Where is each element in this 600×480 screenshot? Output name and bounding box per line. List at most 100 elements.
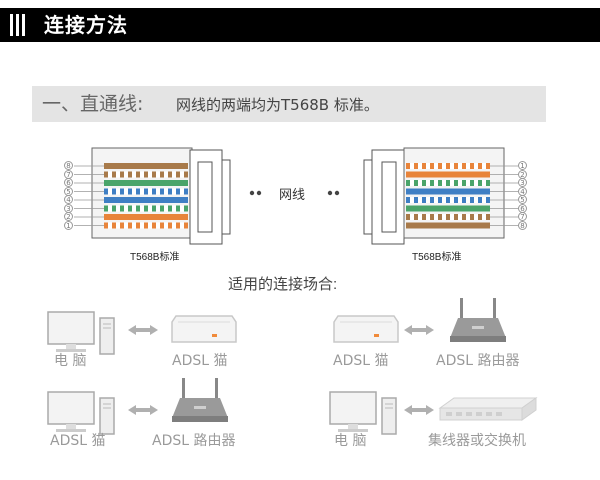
cable-label: 网线 [279,187,306,202]
computer-icon [47,391,115,435]
left-rj45-connector [74,147,231,245]
wire-stripe [430,197,434,203]
wire-stripe [406,163,410,169]
cable-dots-icon [249,190,340,196]
section-description: 网线的两端均为T568B 标准。 [176,96,379,114]
wire-stripe [136,222,140,229]
wire-strand [104,163,188,169]
section-title: 一、直通线: [42,93,144,115]
pin-number: 5 [518,195,527,204]
pin-number: 3 [518,178,527,187]
wire-strand [406,205,490,212]
wire-strand [406,222,490,229]
wire-stripe [454,197,458,203]
wire-stripe [144,205,148,212]
wire-stripe [168,171,172,178]
header-title: 连接方法 [44,13,128,37]
wire-strand [406,188,490,195]
adsl-router-icon [172,378,228,422]
wire-stripe [406,197,410,203]
wire-stripe [446,163,450,169]
header-bars-icon [10,14,34,36]
device-caption: 集线器或交换机 [428,433,526,449]
wire-stripe [176,222,180,229]
wire-stripe [446,197,450,203]
device-caption: 电 脑 [54,353,87,369]
right-rj45-connector [363,147,518,245]
wire-stripe [430,180,434,186]
wire-stripe [486,214,490,220]
wire-stripe [144,222,148,229]
pin-number: 1 [64,220,73,230]
wire-stripe [184,171,188,178]
wire-stripe [144,188,148,195]
wire-stripe [406,180,410,186]
wire-stripe [478,197,482,203]
wire-stripe [176,171,180,178]
wire-stripe [422,163,426,169]
wire-stripe [152,222,156,229]
wire-stripe [112,222,116,229]
wire-stripe [438,180,442,186]
wire-stripe [470,214,474,220]
wire-stripe [414,214,418,220]
wire-stripe [152,188,156,195]
wire-stripe [454,214,458,220]
wire-stripe [486,197,490,203]
pin-number: 1 [518,161,527,170]
left-connector-label: T568B标准 [130,252,180,263]
wire-stripe [430,163,434,169]
pin-number: 8 [518,220,527,230]
wire-stripe [470,197,474,203]
wire-stripe [168,188,172,195]
computer-icon [329,391,397,435]
device-caption: ADSL 路由器 [152,433,236,449]
wire-stripe [160,171,164,178]
wire-stripe [184,188,188,195]
wire-stripe [446,214,450,220]
wire-stripe [136,205,140,212]
wire-stripe [120,205,124,212]
wire-stripe [160,205,164,212]
wire-stripe [478,214,482,220]
wire-stripe [478,180,482,186]
adsl-modem-icon [333,315,399,343]
device-caption: ADSL 猫 [172,353,228,369]
wire-stripe [160,222,164,229]
wire-stripe [136,188,140,195]
wire-stripe [128,205,132,212]
adsl-router-icon [450,298,506,342]
wire-stripe [144,171,148,178]
right-connector-label: T568B标准 [412,252,462,263]
wire-strand [406,171,490,178]
pin-number: 6 [64,178,73,187]
wire-stripe [438,163,442,169]
pin-number: 4 [64,195,73,204]
wire-stripe [454,163,458,169]
wire-stripe [128,171,132,178]
wire-stripe [104,205,108,212]
wire-stripe [438,197,442,203]
wire-stripe [422,197,426,203]
double-arrow-icon [404,405,434,415]
computer-icon [47,311,115,355]
wire-stripe [152,171,156,178]
wire-stripe [112,188,116,195]
wire-stripe [120,188,124,195]
wire-stripe [184,205,188,212]
wire-stripe [168,222,172,229]
wire-stripe [478,163,482,169]
device-caption: ADSL 猫 [50,433,106,449]
wire-stripe [406,214,410,220]
device-caption: 电 脑 [334,433,367,449]
wire-stripe [462,214,466,220]
wire-strand [104,197,188,203]
wire-stripe [462,197,466,203]
wire-stripe [120,171,124,178]
pin-number: 2 [64,212,73,221]
double-arrow-icon [404,325,434,335]
wire-stripe [438,214,442,220]
wire-stripe [152,205,156,212]
double-arrow-icon [128,405,158,415]
